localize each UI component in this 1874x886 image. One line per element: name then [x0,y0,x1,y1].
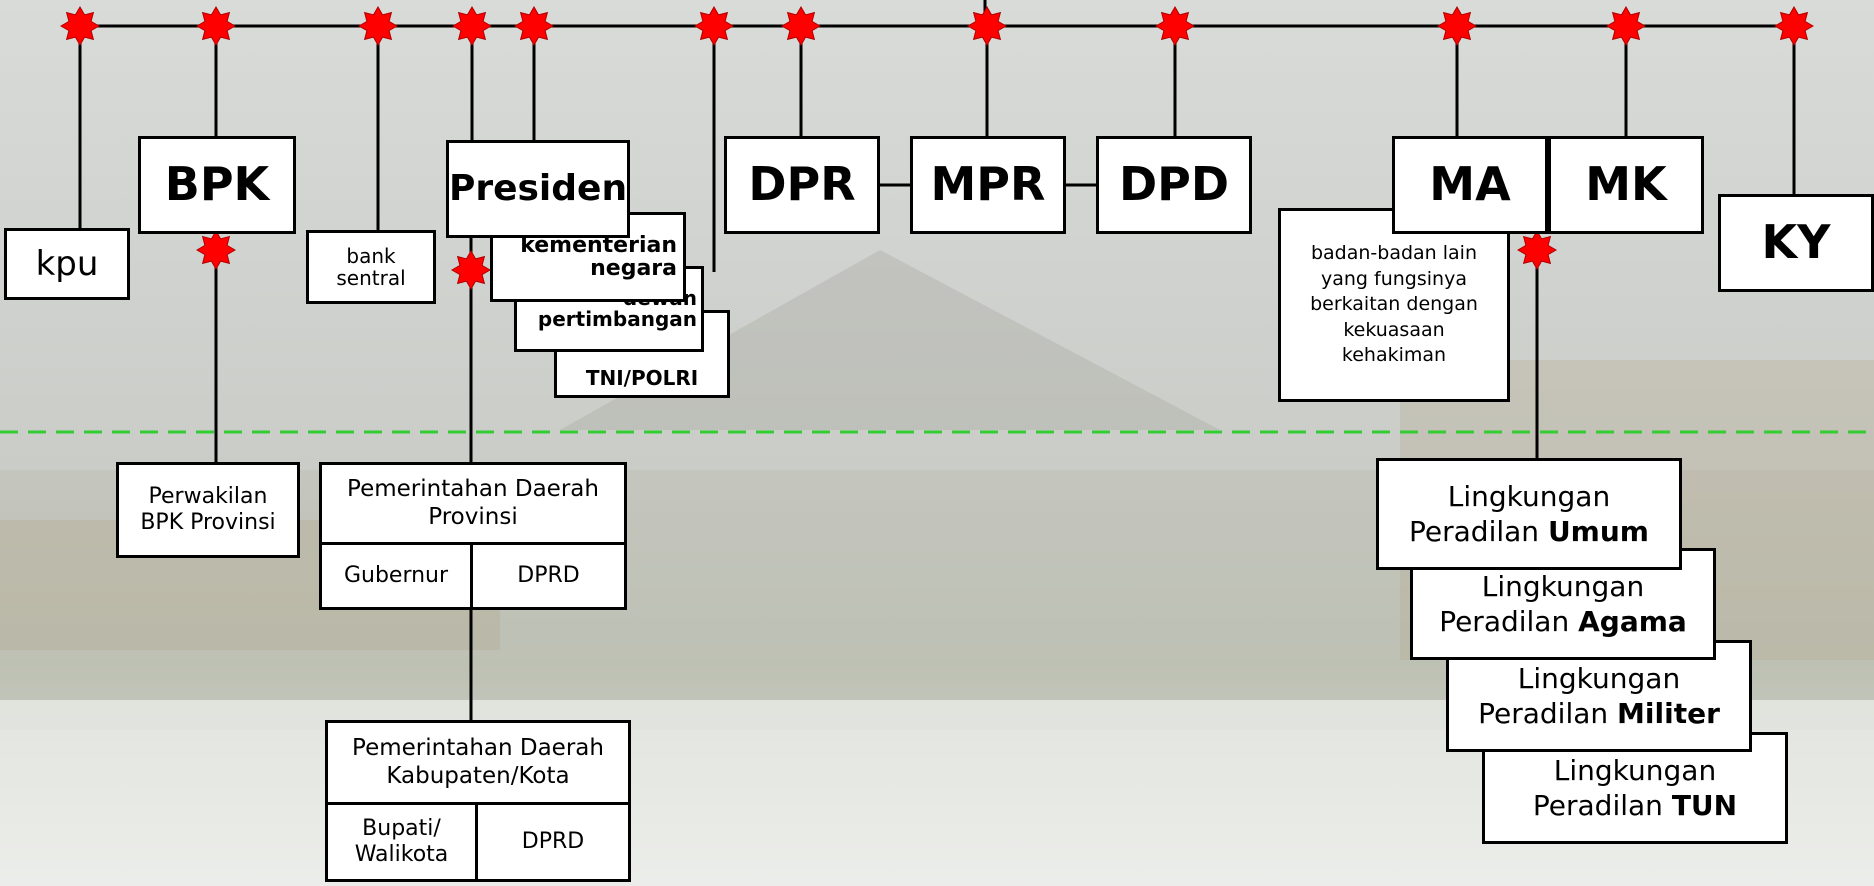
mpr-box: MPR [910,136,1066,234]
bupati-cell: Bupati/ Walikota [328,805,478,879]
red-junction-node [1517,230,1557,270]
red-junction-node [358,6,398,46]
red-junction-node [196,230,236,270]
perwakilan-bpk-box: Perwakilan BPK Provinsi [116,462,300,558]
court-umum-line1: Lingkungan [1447,480,1611,513]
court-militer-line1: Lingkungan [1517,662,1681,695]
bank-sentral-box: bank sentral [306,230,436,304]
pemda-kabupaten-box: Pemerintahan Daerah Kabupaten/Kota Bupat… [325,720,631,882]
red-junction-node [1437,6,1477,46]
court-umum-box: Lingkungan Peradilan Umum [1376,458,1682,570]
court-tun-line1: Lingkungan [1553,754,1717,787]
red-junction-node [967,6,1007,46]
red-junction-node [1774,6,1814,46]
kpu-box: kpu [4,228,130,300]
dpd-box: DPD [1096,136,1252,234]
court-umum-line2: Peradilan Umum [1409,515,1649,548]
dprd-provinsi-cell: DPRD [517,562,580,588]
court-militer-line2: Peradilan Militer [1478,697,1720,730]
ky-box: KY [1718,194,1874,292]
red-junction-node [781,6,821,46]
presiden-box-front: Presiden [446,140,630,238]
court-agama-line1: Lingkungan [1481,570,1645,603]
dprd-kabupaten-cell: DPRD [521,828,585,854]
badan-lain-box: badan-badan lain yang fungsinya berkaita… [1278,208,1510,402]
red-junction-node [1606,6,1646,46]
dpr-box: DPR [724,136,880,234]
red-junction-node [196,6,236,46]
ma-box-front: MA [1392,136,1548,234]
red-junction-node [694,6,734,46]
court-tun-line2: Peradilan TUN [1532,789,1738,822]
red-junction-node [452,6,492,46]
bpk-box: BPK [138,136,296,234]
red-junction-node [514,6,554,46]
red-junction-node [1155,6,1195,46]
gubernur-cell: Gubernur [322,545,473,607]
red-junction-node [451,250,491,290]
pemda-kabupaten-title: Pemerintahan Daerah Kabupaten/Kota [328,723,628,805]
red-junction-node [60,6,100,46]
pemda-provinsi-title: Pemerintahan Daerah Provinsi [322,465,624,545]
mk-box: MK [1548,136,1704,234]
court-agama-line2: Peradilan Agama [1439,605,1687,638]
pemda-provinsi-box: Pemerintahan Daerah Provinsi Gubernur DP… [319,462,627,610]
